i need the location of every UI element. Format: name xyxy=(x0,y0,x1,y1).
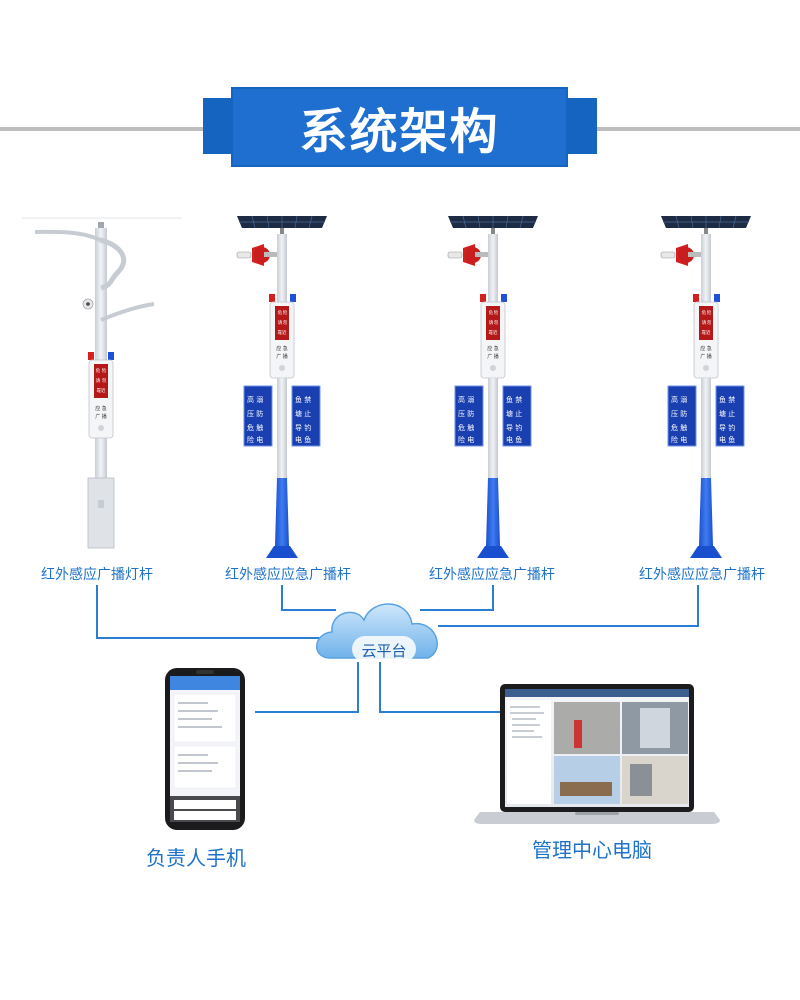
broadcast-pole-2 xyxy=(447,215,539,559)
computer-label: 管理中心电脑 xyxy=(532,838,652,862)
pole-label-lamp: 红外感应广播灯杆 xyxy=(41,567,153,583)
broadcast-pole-1 xyxy=(236,215,328,559)
cloud-label: 云平台 xyxy=(361,642,407,660)
cloud-icon xyxy=(316,603,438,662)
pole-label-broadcast-1: 红外感应应急广播杆 xyxy=(225,567,351,583)
connector-lines xyxy=(96,585,699,713)
title-banner: 系统架构 xyxy=(231,87,568,167)
laptop-device xyxy=(474,684,720,824)
svg-text:应 急: 应 急 xyxy=(95,405,107,412)
svg-text:靠近: 靠近 xyxy=(97,387,106,394)
svg-text:勿: 勿 xyxy=(102,377,107,384)
svg-text:广 播: 广 播 xyxy=(95,413,107,420)
phone-device xyxy=(165,668,245,830)
broadcast-pole-3 xyxy=(660,215,752,559)
phone-label: 负责人手机 xyxy=(146,846,246,870)
svg-text:险: 险 xyxy=(102,367,107,374)
pole-label-broadcast-3: 红外感应应急广播杆 xyxy=(639,567,765,583)
pole-label-broadcast-2: 红外感应应急广播杆 xyxy=(429,567,555,583)
lamp-pole: 危险 请勿 靠近 应 急 广 播 xyxy=(22,217,182,549)
title-divider-left xyxy=(0,127,205,131)
svg-text:请: 请 xyxy=(96,377,101,384)
title-divider-right xyxy=(595,127,800,131)
svg-text:危: 危 xyxy=(96,367,101,374)
page-title: 系统架构 xyxy=(299,104,500,160)
